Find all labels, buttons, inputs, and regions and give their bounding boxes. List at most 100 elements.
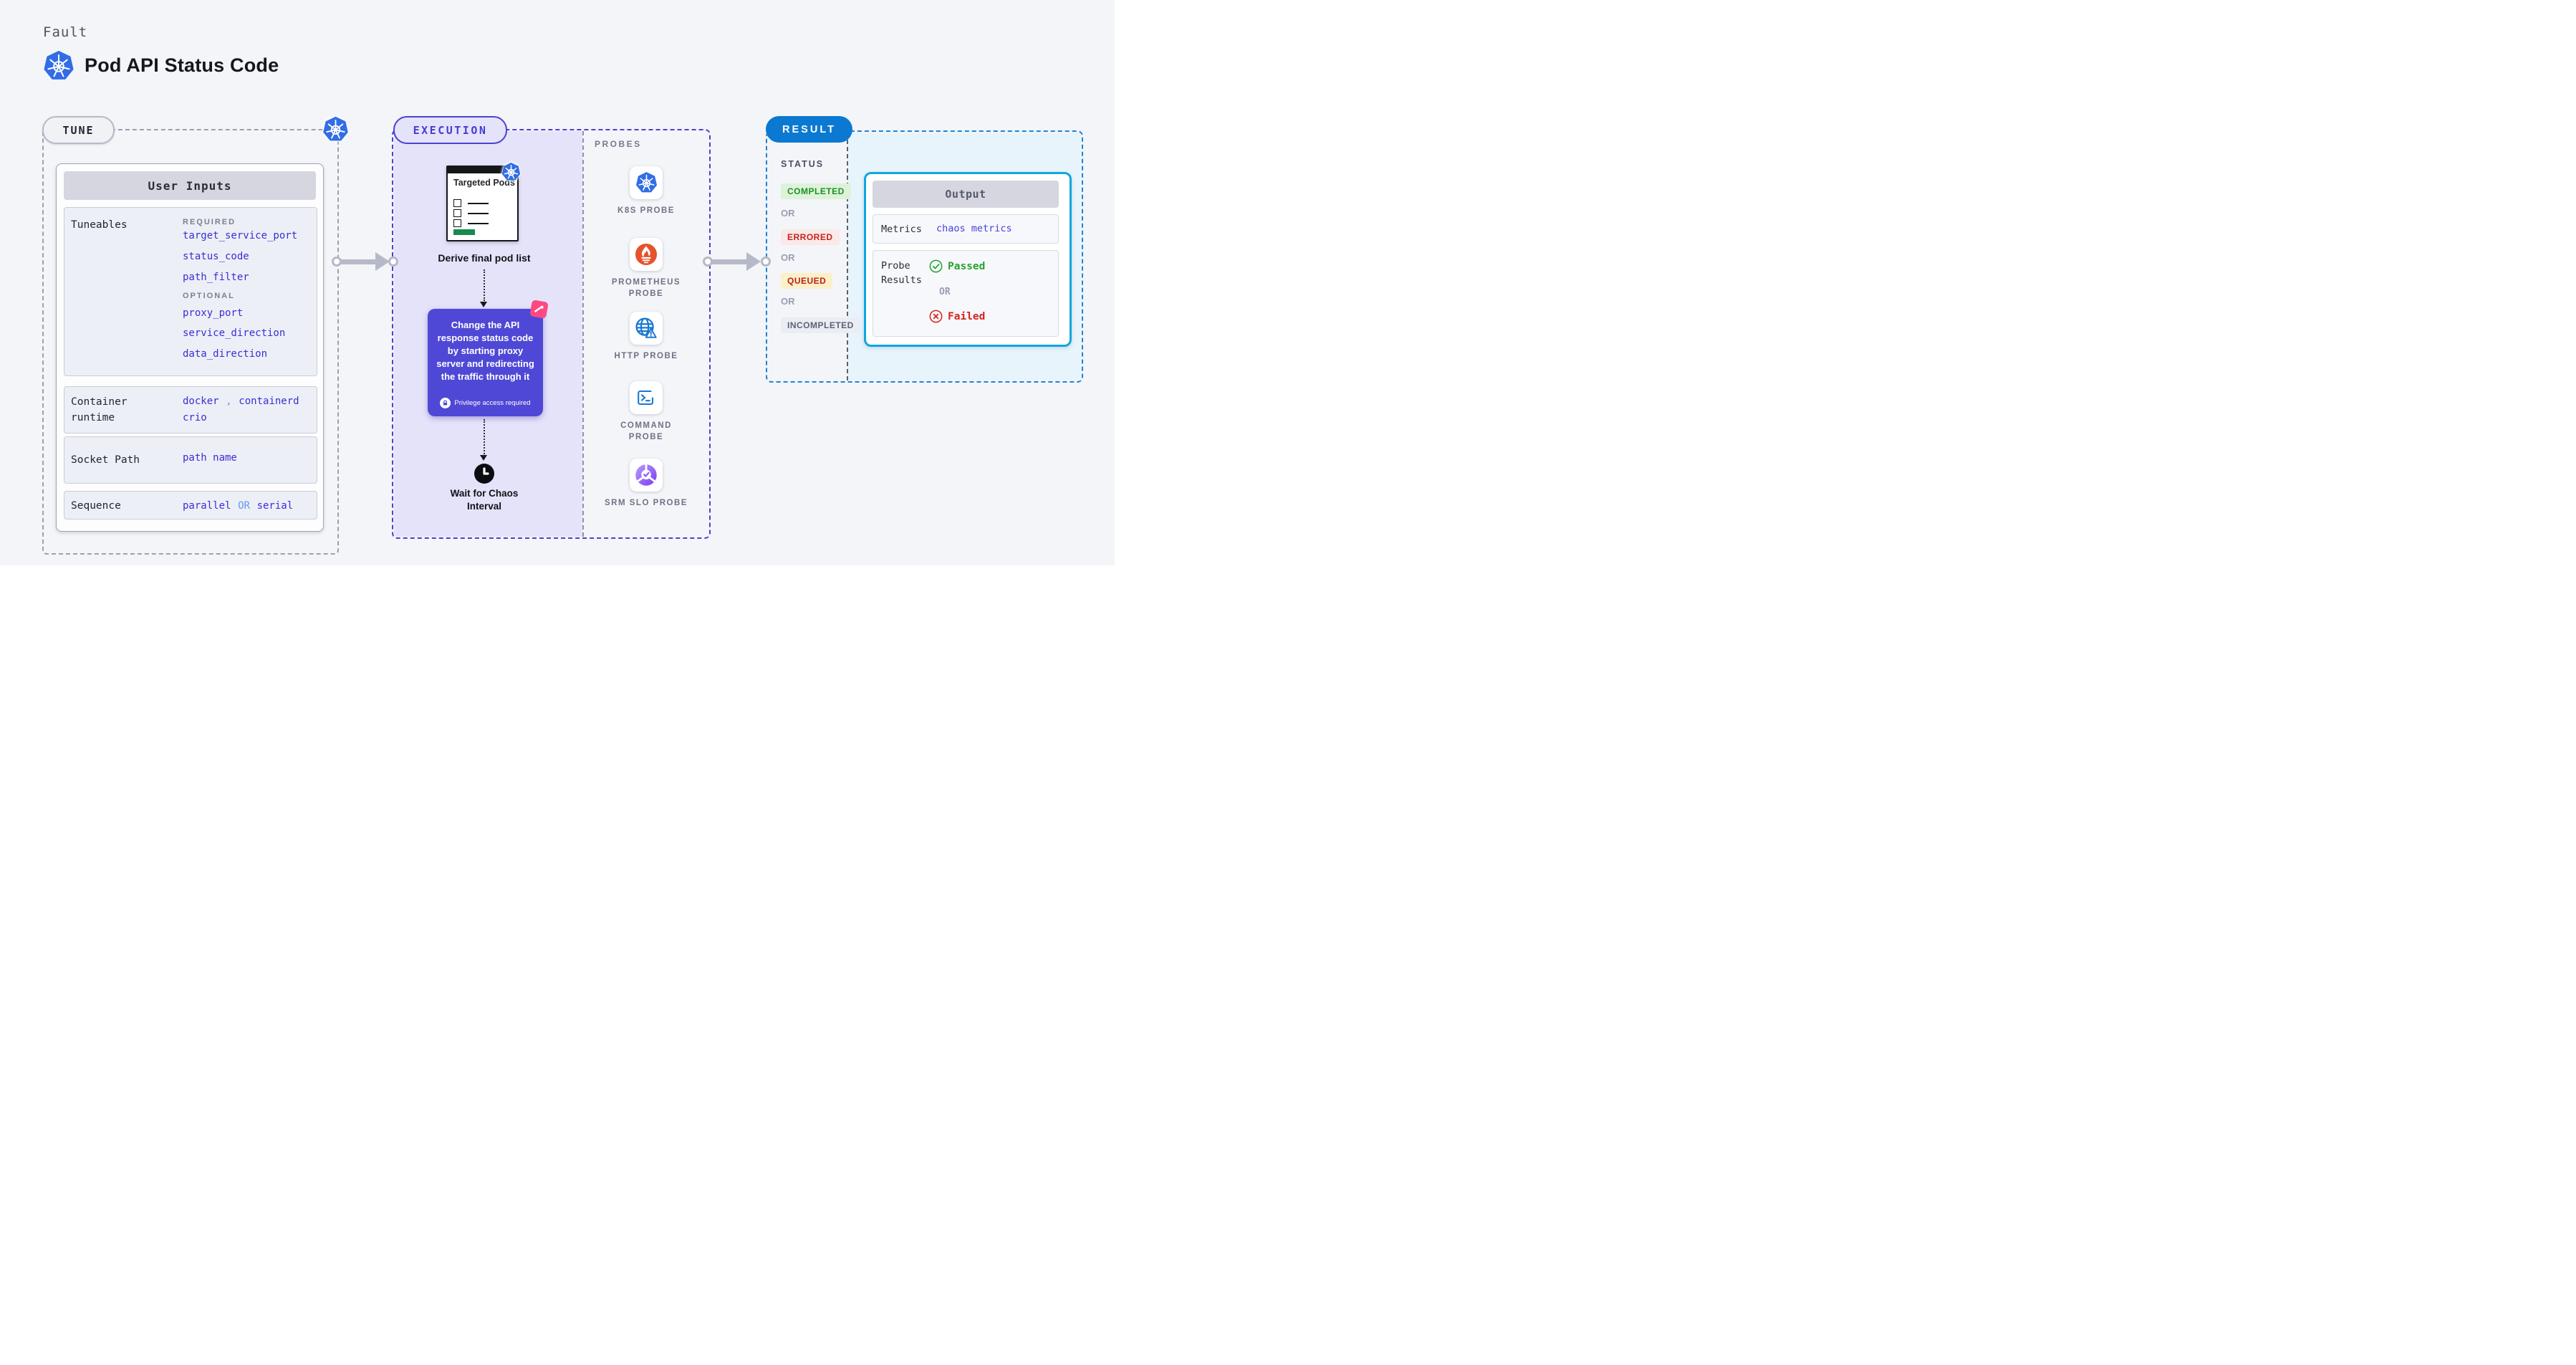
probe-k8s: K8S PROBE: [603, 166, 689, 217]
user-inputs-card: User Inputs Tuneables REQUIRED target_se…: [56, 163, 324, 532]
checkbox-icon: [453, 209, 461, 217]
tuneable-target-service-port[interactable]: target_service_port: [183, 230, 298, 241]
lock-icon: [440, 398, 451, 408]
probe-http: HTTP PROBE: [603, 312, 689, 363]
user-inputs-header: User Inputs: [64, 171, 316, 200]
container-runtime-label: Container runtime: [71, 396, 128, 424]
metrics-label: Metrics: [881, 224, 922, 235]
passed-text: Passed: [948, 260, 986, 272]
slo-pie-check-icon: [630, 459, 663, 492]
probe-label: SRM SLO PROBE: [605, 499, 688, 507]
socket-path-value: path name: [183, 452, 237, 464]
prometheus-probe-icon: [630, 238, 663, 271]
runtime-docker: docker: [183, 396, 219, 407]
globe-warning-icon: [630, 312, 663, 345]
list-line: [468, 202, 489, 204]
socket-path-row: Socket Path path name: [64, 436, 317, 484]
runtime-containerd: containerd: [239, 396, 299, 407]
sequence-parallel: parallel: [183, 500, 231, 512]
tuneable-status-code[interactable]: status_code: [183, 251, 249, 262]
chaos-pink-badge-icon: [529, 300, 549, 319]
probe-label: COMMAND PROBE: [620, 421, 672, 441]
runtime-separator: ,: [226, 396, 232, 407]
output-card: Output Metrics chaos metrics Probe Resul…: [864, 172, 1072, 347]
kubernetes-badge-icon: [501, 163, 521, 181]
dotted-connector: [484, 269, 485, 301]
connector-node: [761, 257, 771, 267]
list-line: [468, 212, 489, 214]
targeted-pods-title: Targeted Pods: [453, 178, 515, 188]
status-badge-queued: QUEUED: [781, 273, 833, 289]
runtime-crio: crio: [183, 412, 207, 423]
execution-pill: EXECUTION: [393, 116, 507, 144]
tune-pill: TUNE: [42, 116, 115, 144]
tune-section-box: [42, 129, 339, 555]
targeted-pods-card: Targeted Pods: [446, 166, 519, 241]
probe-label: K8S PROBE: [617, 206, 675, 215]
kubernetes-logo-icon: [44, 50, 74, 80]
probe-label: HTTP PROBE: [614, 352, 678, 360]
tuneable-service-direction[interactable]: service_direction: [183, 327, 286, 339]
or-separator: OR: [781, 296, 795, 307]
checkbox-icon: [453, 199, 461, 207]
connector-node: [388, 257, 398, 267]
socket-path-label: Socket Path: [71, 454, 140, 466]
probes-divider: [582, 131, 584, 537]
connector-node: [332, 257, 342, 267]
tuneables-row: Tuneables REQUIRED target_service_port s…: [64, 207, 317, 376]
status-badge-completed: COMPLETED: [781, 183, 851, 199]
kubernetes-probe-icon: [630, 166, 663, 199]
tune-to-execution-arrow: [328, 252, 400, 271]
fault-kicker: Fault: [43, 24, 88, 40]
probes-label: PROBES: [595, 139, 642, 149]
checkbox-icon: [453, 219, 461, 227]
bottom-strip: [0, 565, 1115, 595]
probe-prometheus: PROMETHEUS PROBE: [603, 238, 689, 300]
probe-srm-slo: SRM SLO PROBE: [603, 459, 689, 509]
failed-text: Failed: [948, 310, 986, 322]
terminal-icon: [630, 381, 663, 414]
targeted-pods-titlebar: [448, 167, 517, 173]
probe-results-label: Probe Results: [881, 260, 922, 287]
fault-description-text: Change the API response status code by s…: [436, 320, 534, 382]
metrics-row: Metrics chaos metrics: [873, 214, 1059, 244]
arrowhead-icon: [480, 302, 487, 307]
or-separator: OR: [781, 252, 795, 263]
tuneable-path-filter[interactable]: path_filter: [183, 272, 249, 283]
derive-pod-list-caption: Derive final pod list: [438, 252, 531, 264]
sequence-or: OR: [238, 500, 250, 512]
kubernetes-corner-icon: [323, 116, 348, 141]
result-divider: [847, 133, 848, 380]
probe-command: COMMAND PROBE: [603, 381, 689, 443]
probe-results-row: Probe Results Passed OR Failed: [873, 250, 1059, 337]
connector-node: [703, 257, 713, 267]
container-runtime-row: Container runtime docker , containerd cr…: [64, 386, 317, 434]
privilege-note: Privilege access required: [454, 399, 531, 407]
list-line: [468, 222, 489, 224]
status-label: STATUS: [781, 159, 825, 169]
dotted-connector: [484, 419, 485, 454]
status-badge-errored: ERRORED: [781, 229, 840, 245]
execution-to-result-arrow: [699, 252, 771, 271]
wait-chaos-interval-caption: Wait for Chaos Interval: [450, 488, 519, 512]
result-pill: RESULT: [766, 116, 852, 143]
tuneable-data-direction[interactable]: data_direction: [183, 348, 268, 360]
or-separator: OR: [781, 208, 795, 219]
page-title: Pod API Status Code: [85, 54, 279, 76]
probe-label: PROMETHEUS PROBE: [611, 278, 681, 298]
metrics-value: chaos metrics: [936, 223, 1012, 234]
tuneable-proxy-port[interactable]: proxy_port: [183, 307, 244, 319]
or-separator: OR: [939, 287, 951, 297]
optional-label: OPTIONAL: [183, 292, 235, 300]
fault-description-tooltip: Change the API response status code by s…: [428, 309, 543, 416]
sequence-row: Sequence parallel OR serial: [64, 491, 317, 519]
sequence-serial: serial: [256, 500, 294, 512]
sequence-label: Sequence: [71, 500, 121, 512]
diagram-canvas: Fault Pod API Status Code TUNE User Inpu…: [0, 0, 1115, 595]
x-circle-icon: [929, 310, 943, 323]
output-header: Output: [873, 181, 1059, 208]
tuneables-label: Tuneables: [71, 219, 128, 231]
arrowhead-icon: [480, 455, 487, 461]
check-circle-icon: [929, 259, 943, 273]
green-bar: [453, 229, 475, 235]
